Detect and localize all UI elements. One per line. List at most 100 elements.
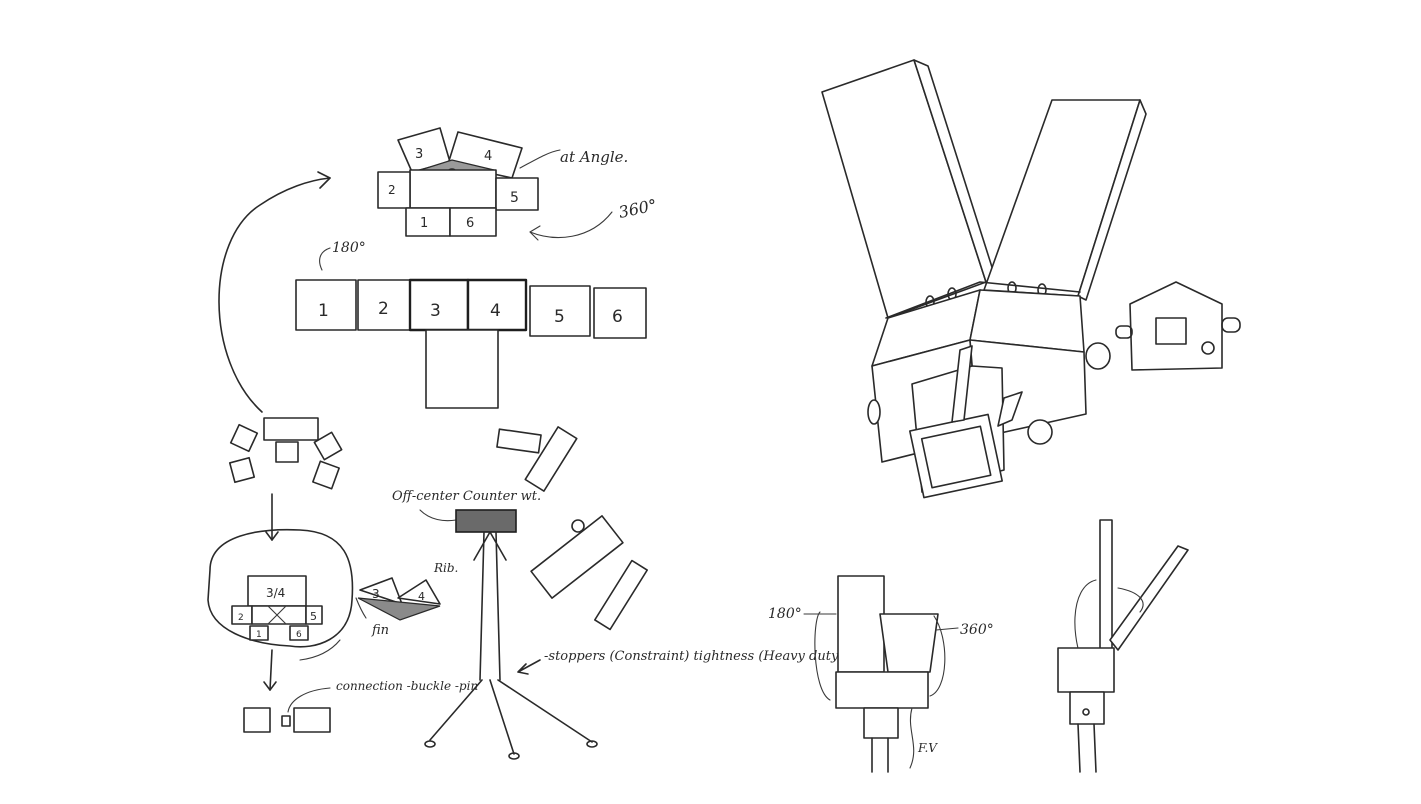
- down-arrow-2-head: [263, 681, 277, 691]
- rotate-180: 180°: [319, 240, 366, 271]
- central-body: [409, 169, 497, 209]
- stand-foot-middle: [508, 752, 520, 760]
- folded-label-34: 3/4: [266, 586, 285, 600]
- strip-label-4: 4: [490, 301, 501, 321]
- fin-assembly: 3 4 fin: [355, 577, 441, 638]
- scatter-right-bottom: [312, 460, 340, 490]
- folded-bottom-1: [249, 625, 269, 641]
- connection-buckle: connection -buckle -pin: [243, 679, 478, 733]
- stand-pole: [479, 531, 501, 681]
- top-assembly: 3 4 2 5 1 6 at Angle. 360°: [377, 127, 659, 241]
- stoppers-note-group: -stoppers (Constraint) tightness (Heavy …: [517, 649, 882, 675]
- side-label-2: 2: [388, 183, 396, 197]
- fold-up-arrow: [218, 177, 331, 413]
- unfolded-strip: 1 2 3 4 5 6: [295, 278, 647, 409]
- stand-legs: [429, 679, 593, 755]
- sv-angled-panel: [1109, 545, 1189, 651]
- house-plate-peg-right: [1221, 317, 1241, 333]
- house-plate-hole: [1201, 341, 1215, 355]
- strip-label-2: 2: [378, 299, 389, 319]
- sv-pole: [1077, 723, 1097, 773]
- counter-weight-stand: Off-center Counter wt. Rib.: [392, 489, 598, 760]
- counter-weight-note: Off-center Counter wt.: [392, 489, 541, 504]
- stand-foot-left: [424, 740, 436, 748]
- rib-note: Rib.: [433, 561, 458, 575]
- strip-panel-6: [593, 287, 647, 339]
- fin-panel-3: [359, 577, 403, 605]
- bottom-label-6: 6: [466, 216, 474, 231]
- isometric-assembly: [821, 59, 1147, 499]
- folded-mid: [251, 605, 307, 625]
- iso-side-plate: [997, 391, 1023, 427]
- strip-label-1: 1: [318, 301, 329, 321]
- folded-label-5: 5: [310, 610, 317, 623]
- fin-label-3: 3: [372, 587, 380, 601]
- side-label-5: 5: [510, 190, 519, 206]
- fin-leader: [355, 597, 367, 619]
- fv-spring: [909, 707, 915, 769]
- tilted-panel-b: [524, 426, 578, 492]
- folded-view: 3/4 2 5 1 6: [207, 528, 354, 648]
- scatter-center: [263, 417, 319, 441]
- sv-coil-right: [1117, 587, 1144, 613]
- rotate-360-arrow: [529, 211, 613, 238]
- fin-label-4: 4: [418, 590, 425, 603]
- strip-tail-panel: [425, 329, 499, 409]
- folded-top-34: [247, 575, 307, 607]
- rotate-360-arrowhead: [529, 225, 541, 241]
- rotate-180-label: 180°: [332, 240, 366, 256]
- sv-upright-panel: [1099, 519, 1113, 651]
- wing-label-3: 3: [415, 147, 423, 162]
- strip-label-3: 3: [430, 301, 441, 321]
- fv-label-360: 360°: [960, 622, 994, 638]
- down-arrow-1-head: [265, 531, 279, 541]
- fv-upright-panel: [837, 575, 885, 673]
- fv-360-leader: [935, 627, 959, 631]
- tilted-pivot: [571, 519, 585, 533]
- folded-label-1: 1: [256, 630, 262, 640]
- fv-label-fv: F.V: [917, 741, 938, 755]
- rotate-360-label: 360°: [617, 195, 659, 222]
- side-panel-2: [377, 171, 411, 209]
- folded-label-2: 2: [238, 613, 244, 623]
- folded-bottom-6: [289, 625, 309, 641]
- tilted-panels: [496, 426, 648, 631]
- fv-pole: [871, 737, 889, 773]
- iso-inner-arm: [951, 345, 973, 423]
- folded-label-6: 6: [296, 630, 302, 640]
- iso-cylinder-left: [867, 399, 881, 425]
- iso-receiver-opening: [909, 413, 1003, 499]
- fv-base-block: [835, 671, 929, 709]
- bottom-label-1: 1: [420, 216, 428, 231]
- sv-bolt: [1082, 708, 1090, 716]
- bottom-panel-1: [405, 207, 451, 237]
- stand-rib: [473, 531, 507, 561]
- scatter-right-top: [313, 431, 343, 461]
- scattered-layout: [228, 417, 343, 490]
- iso-cylinder-bottom: [1027, 419, 1053, 445]
- at-angle-note: at Angle.: [560, 148, 628, 166]
- down-arrow-2: [269, 649, 273, 691]
- sv-neck: [1069, 691, 1105, 725]
- scatter-mid-bottom: [275, 441, 299, 463]
- at-angle-leader: [519, 149, 561, 169]
- tilted-panel-c: [530, 515, 624, 599]
- strip-label-5: 5: [554, 307, 565, 327]
- fv-neck: [863, 707, 899, 739]
- folded-cross: [267, 605, 287, 625]
- stoppers-note: -stoppers (Constraint) tightness (Heavy …: [544, 649, 882, 664]
- strip-panel-5: [529, 285, 591, 337]
- tilted-panel-a: [496, 428, 542, 454]
- connection-note: connection -buckle -pin: [336, 679, 478, 693]
- buckle-leader: [287, 687, 331, 713]
- folded-right-5: [305, 605, 323, 625]
- strip-panel-2: [357, 279, 411, 331]
- strip-panel-4: [466, 278, 528, 332]
- fold-up-arrowhead: [317, 171, 331, 189]
- wing-label-4: 4: [484, 149, 492, 164]
- side-panel-5: [495, 177, 539, 211]
- fv-label-180: 180°: [768, 606, 802, 622]
- strip-panel-1: [295, 279, 357, 331]
